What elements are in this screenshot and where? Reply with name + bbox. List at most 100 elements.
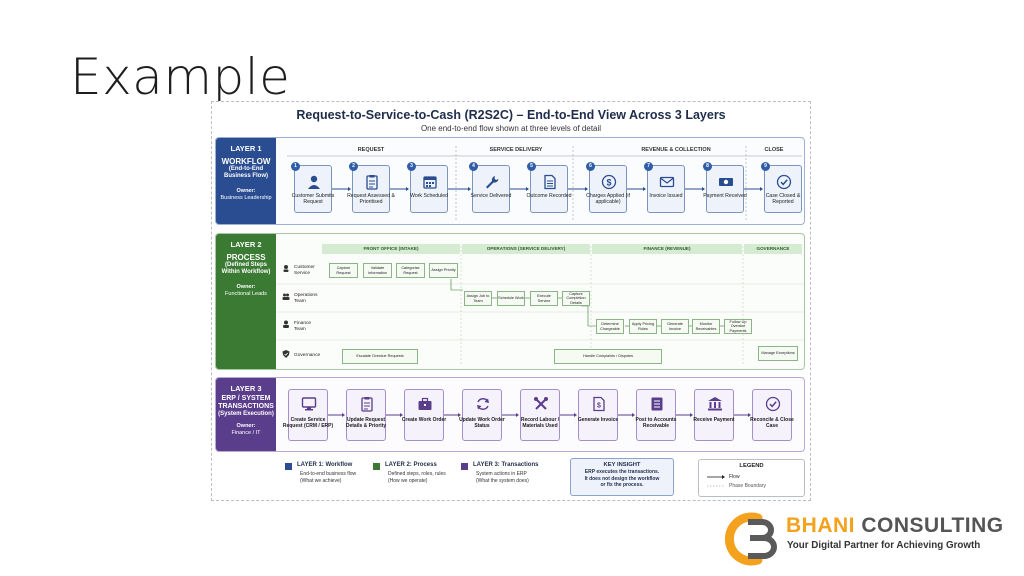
tools-icon [534,397,548,410]
step-number-badge: 8 [703,162,712,171]
step-number-badge: 6 [586,162,595,171]
transaction-step-3 [404,389,444,441]
layer3-tag: LAYER 3 [230,384,262,393]
step-number-badge: 9 [761,162,770,171]
workflow-step-label: Work Scheduled [410,193,448,199]
legend-layer1-swatch [285,463,292,470]
workflow-step-4: 4 [469,162,510,213]
layer1-tag: LAYER 1 [230,144,262,153]
transaction-step-label: Receive Payment [693,417,735,423]
layer1-panel: LAYER 1 WORKFLOW (End-to-End Business Fl… [215,137,805,225]
refresh-icon [477,398,489,410]
governance-step-exceptions: Manage Exceptions [758,346,798,361]
role-finance-team: Finance Team [294,321,312,332]
step-number-badge: 1 [291,162,300,171]
layer3-flow-arrows [328,413,751,417]
process-step-customer-service: Validate Information [363,263,392,278]
legend-flow: Flow [729,474,740,480]
bank-icon [708,397,722,411]
legend-lines [707,475,725,487]
transaction-step-label: Update Work Order Status [459,417,505,429]
step-number-badge: 3 [407,162,416,171]
phase-request: REQUEST [357,147,385,153]
layer1-owner: Owner:Business Leadership [220,188,272,201]
process-step-finance: Follow Up Overdue Payments [724,319,752,334]
phase-close: CLOSE [764,147,784,153]
diagram-title: Request-to-Service-to-Cash (R2S2C) – End… [296,108,726,122]
cash-icon [719,178,733,186]
transaction-step-5 [520,389,560,441]
layer1-connectors [287,146,802,222]
legend-title: LEGEND [739,463,764,469]
brand-name: BHANI CONSULTING [786,514,1004,537]
layer1-sub: (End-to-End Business Flow) [223,166,268,179]
envelope-icon [659,176,675,188]
clipboard-icon [366,175,378,190]
process-step-operations: Assign Job to Team [464,291,492,306]
workflow-step-label: Charges Applied (if applicable) [586,193,630,205]
process-step-finance: Monitor Receivables [692,319,720,334]
layer2-name: PROCESS [226,253,266,262]
transaction-step-label: Record Labour / Materials Used [520,417,560,429]
transaction-step-label: Generate Invoice [577,417,619,423]
proc-header-finance: FINANCE (REVENUE) [592,244,742,254]
workflow-step-5: 5 [527,162,568,213]
workflow-step-1: 1 [291,162,332,213]
layer3-panel: LAYER 3 ERP / SYSTEM TRANSACTIONS (Syste… [215,377,805,452]
layer1-label: LAYER 1 WORKFLOW (End-to-End Business Fl… [216,138,276,224]
user-icon [308,175,320,189]
key-insight-text: ERP executes the transactions.It does no… [584,469,660,488]
layer1-name: WORKFLOW [221,157,271,166]
step-number-badge: 2 [349,162,358,171]
transaction-step-2 [346,389,386,441]
legend-box: LEGEND Flow Phase Boundary [698,459,805,497]
ledger-icon [651,397,663,411]
transaction-step-7 [636,389,676,441]
process-step-operations: Execute Service [530,291,558,306]
transaction-step-label: Post to Accounts Receivable [635,417,677,429]
brand-tagline: Your Digital Partner for Achieving Growt… [787,540,981,551]
legend-layer3-title: LAYER 3: Transactions [473,462,539,468]
role-operations-team: Operations Team [294,293,318,304]
layer2-tag: LAYER 2 [230,240,262,249]
svg-text:$: $ [606,178,611,188]
workflow-step-label: Outcome Recorded [526,193,572,199]
legend-layer2-title: LAYER 2: Process [385,462,437,468]
process-step-customer-service: Assign Priority [429,263,458,278]
workflow-step-3: 3 [407,162,448,213]
legend-layer3-swatch [461,463,468,470]
workflow-step-8: 8 [703,162,744,213]
step-number-badge: 7 [644,162,653,171]
process-step-finance: Generate Invoice [661,319,689,334]
workflow-step-6: 6$ [586,162,627,213]
workflow-step-label: Invoice Issued [649,193,683,199]
workflow-step-label: Case Closed & Reported [765,193,801,205]
transaction-step-label: Reconcile & Close Case [750,417,794,429]
legend-layer2-desc: Defined steps, roles, rules(How we opera… [388,471,446,484]
process-step-customer-service: Capture Request [329,263,358,278]
role-governance: Governance [294,353,321,358]
layer2-owner: Owner:Functional Leads [225,284,267,297]
step-number-badge: 5 [527,162,536,171]
briefcase-icon [418,397,432,410]
svg-text:$: $ [597,403,601,410]
step-number-badge: 4 [469,162,478,171]
layer3-owner: Owner:Finance / IT [231,423,261,436]
legend-layer1-title: LAYER 1: Workflow [297,462,353,468]
process-step-finance: Apply Pricing Rules [629,319,657,334]
layer3-sub: (System Execution) [218,411,274,417]
workflow-step-label: Request Assessed & Prioritised [347,193,395,205]
proc-header-operations: OPERATIONS (SERVICE DELIVERY) [462,244,590,254]
workflow-step-label: Customer Submits Request [291,193,335,205]
workflow-step-label: Payment Received [703,193,747,199]
calendar-icon [423,176,437,189]
legend-phase-boundary: Phase Boundary [729,483,766,489]
transaction-step-8 [694,389,734,441]
governance-step-complaints: Handle Complaints / Disputes [554,349,662,364]
key-insight-title: KEY INSIGHT [603,462,641,468]
workflow-step-label: Service Delivered [470,193,512,199]
document-icon [544,174,556,190]
workflow-step-9: 9 [761,162,802,213]
invoice-icon: $ [593,396,605,412]
layer3-name: ERP / SYSTEM TRANSACTIONS [218,395,274,410]
